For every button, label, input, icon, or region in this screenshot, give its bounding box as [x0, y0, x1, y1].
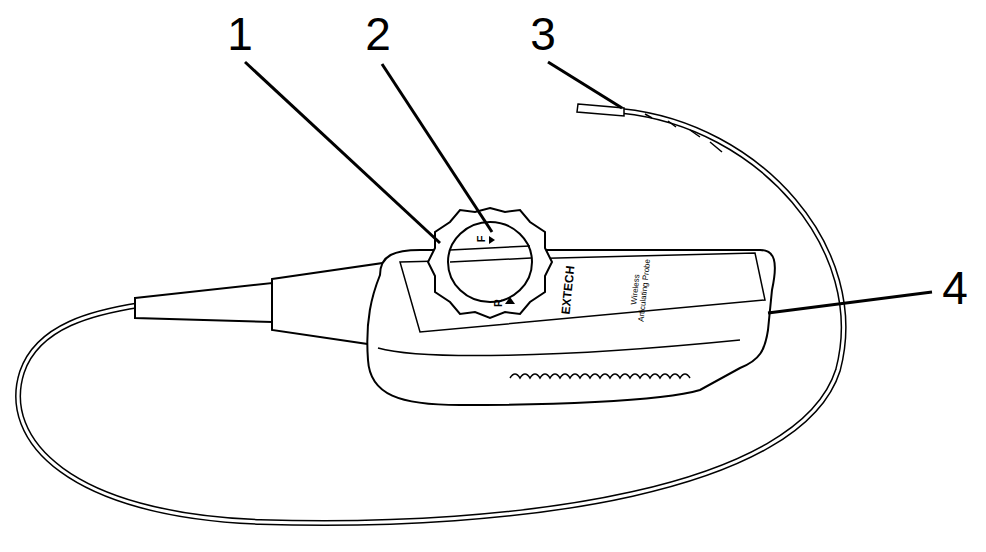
- probe-cable: [18, 111, 843, 523]
- callout-number: 1: [227, 11, 253, 57]
- articulating-section: [645, 114, 722, 152]
- knob-marking: R: [493, 299, 504, 307]
- callout-number: 2: [365, 11, 391, 57]
- strain-relief: [135, 283, 272, 322]
- probe-cable-inner: [18, 111, 843, 523]
- articulation-knob: [428, 208, 552, 318]
- handle-seam: [378, 340, 740, 356]
- knob-grip-bar: [450, 246, 531, 262]
- callout-number: 4: [942, 265, 968, 311]
- leader-line: [245, 62, 440, 243]
- handle-body: [367, 250, 775, 405]
- leader-line: [768, 292, 932, 313]
- callout-number: 3: [530, 11, 556, 57]
- grip-ridges: [510, 374, 690, 378]
- reverse-arrow: [505, 297, 515, 304]
- forward-arrow: [489, 236, 495, 244]
- knob-center: [448, 222, 532, 302]
- knob-marking: F: [476, 236, 487, 243]
- leader-line: [382, 64, 492, 232]
- leader-line: [548, 62, 622, 108]
